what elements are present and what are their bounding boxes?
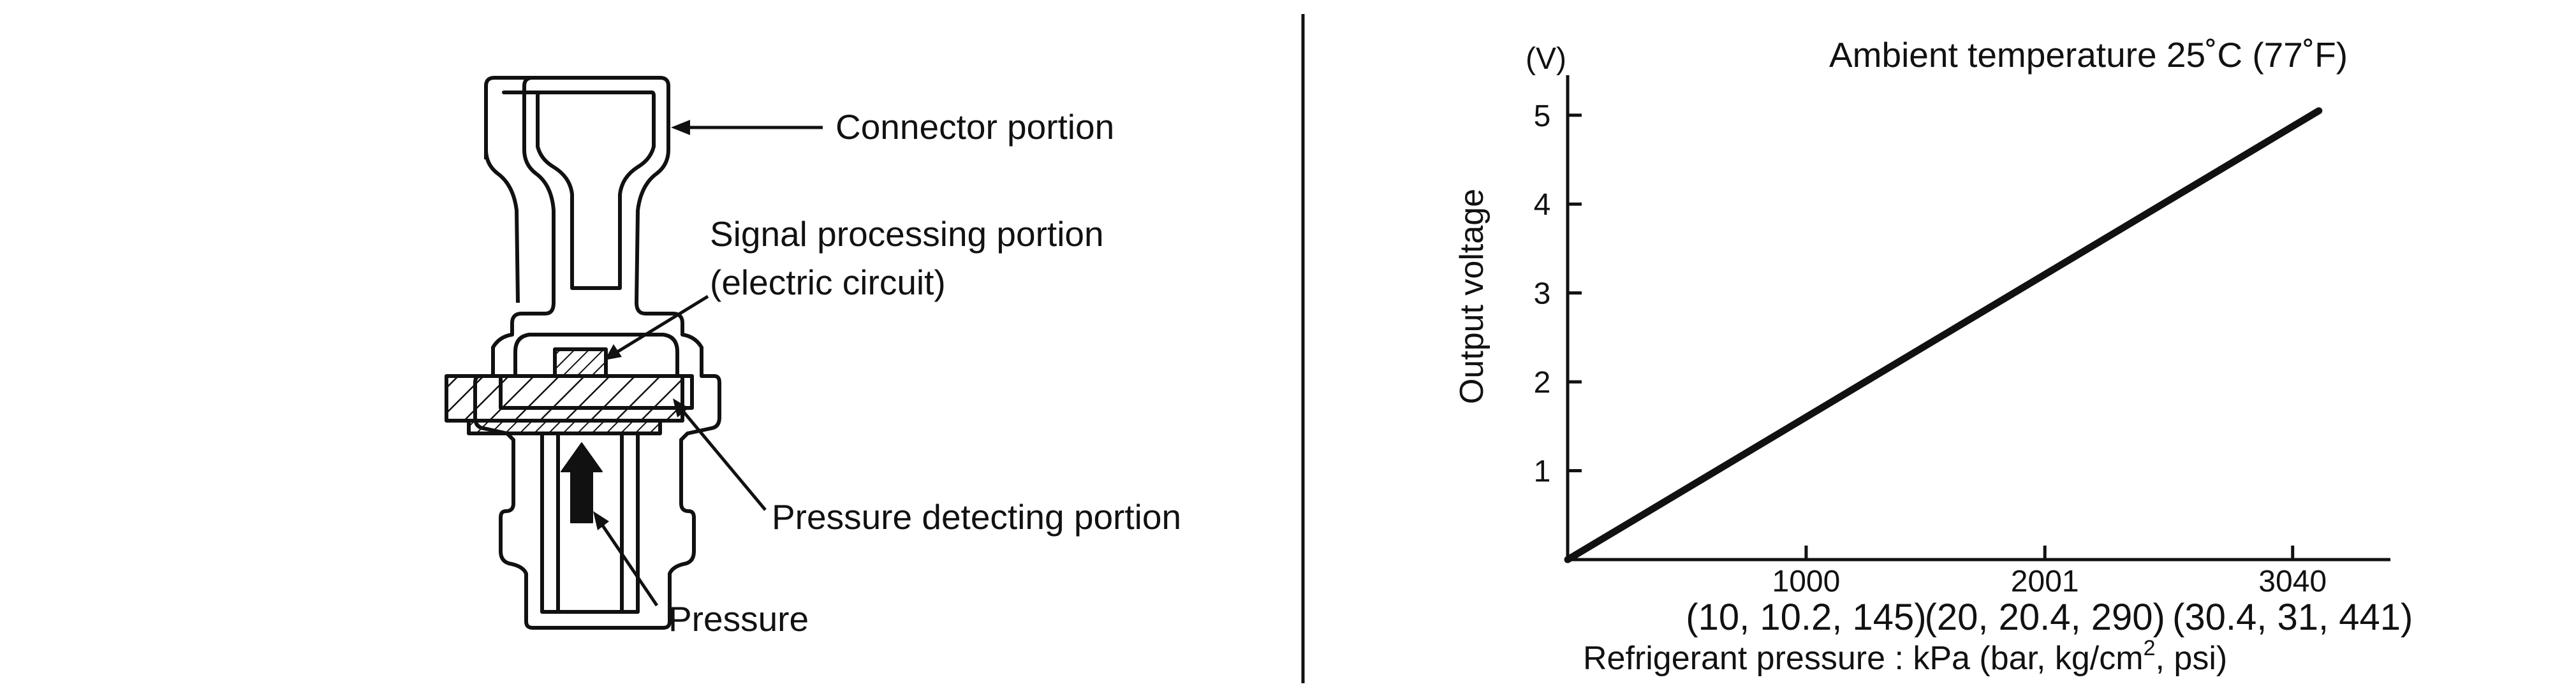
connector-housing-outer	[473, 76, 721, 630]
x-axis-title-superscript: 2	[2144, 636, 2156, 660]
x-tick-sublabel: (30.4, 31, 441)	[2172, 597, 2413, 638]
x-tick-sublabel: (10, 10.2, 145)	[1686, 597, 1926, 638]
pressure-sensor-drawing	[445, 76, 823, 630]
connector-cavity-outer-left	[484, 86, 520, 303]
x-tick-label: 1000	[1772, 565, 1841, 598]
x-tick-label: 2001	[2011, 565, 2079, 598]
pressure-port-channel	[540, 433, 640, 614]
x-tick-sublabel: (20, 20.4, 290)	[1925, 597, 2165, 638]
y-tick-label: 3	[1534, 277, 1551, 311]
x-tick-label: 3040	[2258, 565, 2327, 598]
connector-portion-label: Connector portion	[835, 107, 1114, 147]
signal-leader-arrowhead	[605, 344, 622, 360]
y-tick-label: 2	[1534, 366, 1551, 400]
y-axis-title: Output voltage	[1454, 189, 1490, 404]
y-ticks: 1 2 3 4 5	[1534, 99, 1582, 489]
x-ticks: 1000(10, 10.2, 145) 2001(20, 20.4, 290) 30…	[1686, 546, 2413, 638]
signal-processing-label: Signal processing portion	[710, 214, 1104, 254]
y-tick-label: 1	[1534, 455, 1551, 489]
x-axis-title-tail: , psi)	[2156, 640, 2228, 677]
pressure-arrow-icon	[561, 442, 603, 523]
connector-leader-arrowhead	[671, 120, 690, 135]
pressure-detecting-lower-plate	[467, 419, 662, 435]
pressure-detect-leader-line	[675, 402, 767, 511]
body-inner-wall	[499, 333, 694, 410]
signal-leader-line	[608, 294, 709, 359]
connector-cavity	[502, 91, 656, 290]
pressure-detecting-plate	[445, 374, 684, 423]
x-axis-title-main: Refrigerant pressure : kPa (bar, kg/cm	[1583, 640, 2144, 677]
output-voltage-line	[1564, 107, 2323, 563]
pressure-label: Pressure	[668, 599, 809, 639]
series	[1564, 107, 2323, 563]
x-axis-title: Refrigerant pressure : kPa (bar, kg/cm2,…	[1583, 636, 2227, 677]
pressure-detect-leader-arrowhead	[673, 398, 689, 417]
electric-circuit-label: (electric circuit)	[710, 263, 946, 302]
chart-title: Ambient temperature 25˚C (77˚F)	[1829, 35, 2348, 75]
output-voltage-chart: Ambient temperature 25˚C (77˚F) (V) Outp…	[1454, 35, 2413, 677]
pressure-detecting-label: Pressure detecting portion	[772, 497, 1181, 537]
y-tick-label: 4	[1534, 188, 1551, 222]
pressure-leader-line	[594, 515, 659, 607]
y-tick-label: 5	[1534, 99, 1551, 133]
y-unit-label: (V)	[1526, 42, 1566, 76]
signal-processing-chip	[553, 347, 608, 378]
pressure-leader-arrowhead	[593, 511, 609, 530]
connector-housing-top	[484, 76, 534, 159]
